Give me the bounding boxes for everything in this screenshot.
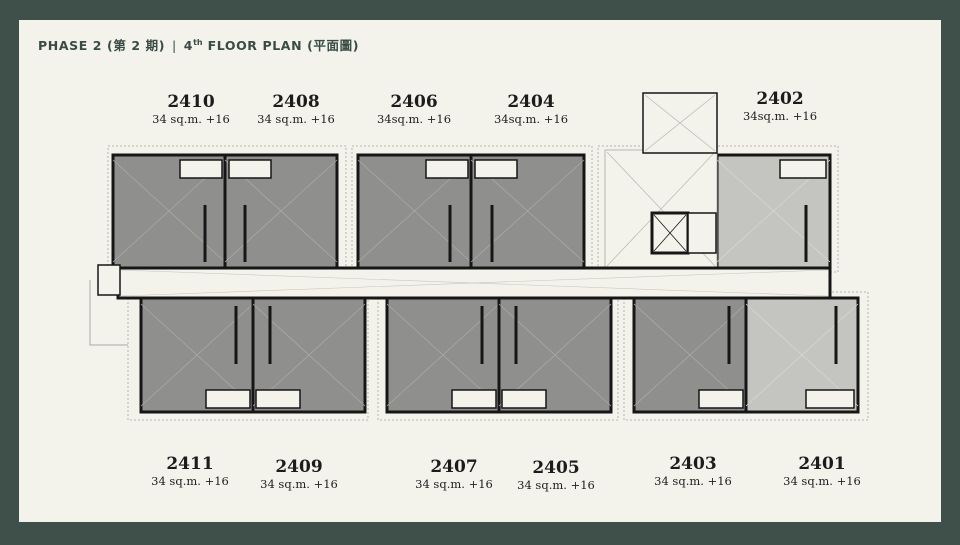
unit-area: 34 sq.m. +16 (152, 112, 230, 126)
unit-number: 2402 (756, 89, 804, 109)
unit-label-2406: 2406 34sq.m. +16 (354, 92, 474, 126)
unit-area: 34 sq.m. +16 (517, 478, 595, 492)
unit-area: 34 sq.m. +16 (257, 112, 335, 126)
unit-number: 2403 (669, 454, 717, 474)
unit-number: 2407 (430, 457, 478, 477)
unit-label-2410: 2410 34 sq.m. +16 (131, 92, 251, 126)
unit-number: 2401 (798, 454, 846, 474)
unit-area: 34 sq.m. +16 (151, 474, 229, 488)
unit-label-2403: 2403 34 sq.m. +16 (633, 454, 753, 488)
floor-plan-label: FLOOR PLAN (平面圖) (207, 38, 360, 53)
unit-number: 2404 (507, 92, 555, 112)
unit-label-2405: 2405 34 sq.m. +16 (496, 458, 616, 492)
unit-2405-shape (497, 296, 613, 414)
unit-area: 34sq.m. +16 (742, 109, 818, 123)
phase-label: PHASE 2 (第 2 期) (38, 38, 166, 53)
unit-number: 2409 (275, 457, 323, 477)
unit-2408-shape (223, 153, 339, 270)
unit-number: 2406 (390, 92, 438, 112)
page-title: PHASE 2 (第 2 期) | 4th FLOOR PLAN (平面圖) (38, 35, 359, 54)
unit-area: 34sq.m. +16 (493, 112, 569, 126)
unit-label-2402: 2402 34sq.m. +16 (720, 89, 840, 123)
unit-label-2401: 2401 34 sq.m. +16 (762, 454, 882, 488)
west-stair-outline (89, 280, 128, 346)
unit-area: 34 sq.m. +16 (783, 474, 861, 488)
unit-area: 34 sq.m. +16 (415, 477, 493, 491)
unit-2406-shape (356, 153, 473, 270)
unit-area: 34sq.m. +16 (376, 112, 452, 126)
unit-label-2407: 2407 34 sq.m. +16 (394, 457, 514, 491)
unit-label-2408: 2408 34 sq.m. +16 (236, 92, 356, 126)
unit-number: 2410 (167, 92, 215, 112)
unit-label-2409: 2409 34 sq.m. +16 (239, 457, 359, 491)
unit-2404-shape (469, 153, 586, 270)
unit-area: 34 sq.m. +16 (654, 474, 732, 488)
floor-ordinal: th (193, 37, 203, 47)
unit-label-2404: 2404 34sq.m. +16 (471, 92, 591, 126)
unit-2401-shape (744, 296, 860, 414)
unit-number: 2411 (166, 454, 214, 474)
core-area (604, 92, 718, 269)
unit-2403-shape (632, 296, 748, 414)
unit-2409-shape (251, 296, 367, 414)
unit-2407-shape (385, 296, 501, 414)
unit-2402-shape (715, 153, 832, 270)
unit-number: 2405 (532, 458, 580, 478)
west-entry (97, 264, 121, 296)
unit-2411-shape (139, 296, 255, 414)
title-separator: | (172, 38, 177, 53)
unit-number: 2408 (272, 92, 320, 112)
unit-area: 34 sq.m. +16 (260, 477, 338, 491)
unit-2410-shape (111, 153, 227, 270)
floor-number: 4 (183, 38, 194, 53)
corridor (116, 266, 832, 300)
unit-label-2411: 2411 34 sq.m. +16 (130, 454, 250, 488)
